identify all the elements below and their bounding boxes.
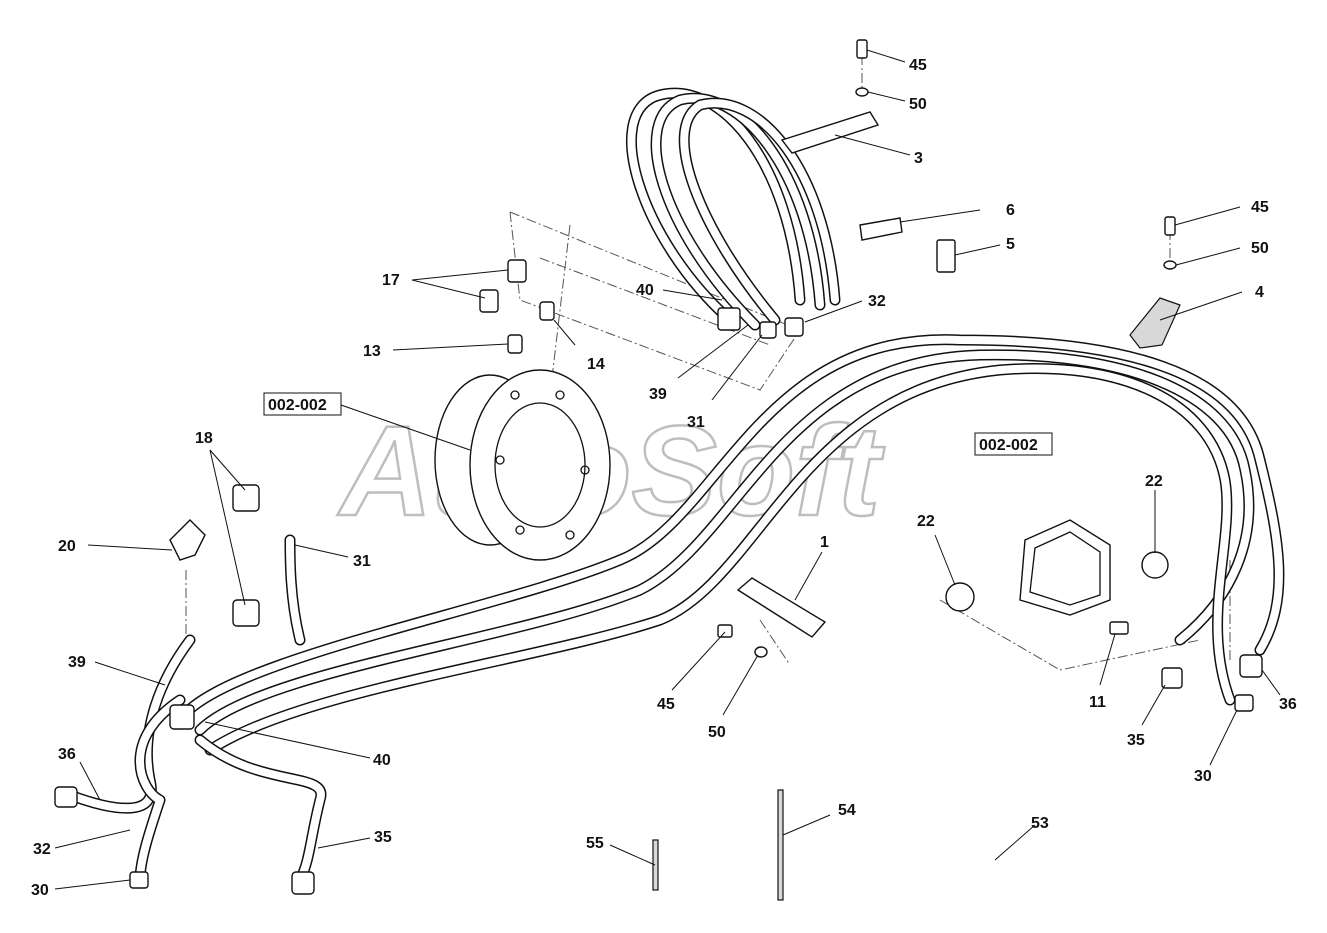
hose-main-bundle (174, 334, 1285, 756)
callout-32: 32 (33, 841, 51, 858)
reference-label: 002-002 (979, 437, 1038, 454)
callout-50: 50 (1251, 240, 1269, 257)
callout-17: 17 (382, 272, 400, 289)
callout-45: 45 (1251, 199, 1269, 216)
callout-13: 13 (363, 343, 381, 360)
callout-31: 31 (687, 414, 705, 431)
reference-label: 002-002 (268, 397, 327, 414)
callout-36: 36 (1279, 696, 1297, 713)
reference-box-2: 002-002 (974, 432, 1053, 456)
callout-35: 35 (1127, 732, 1145, 749)
callout-18: 18 (195, 430, 213, 447)
hydraulic-motor-left (434, 369, 611, 561)
callout-35: 35 (374, 829, 392, 846)
hydraulic-motor-right (1019, 519, 1111, 616)
callout-55: 55 (586, 835, 604, 852)
callout-22: 22 (1145, 473, 1163, 490)
callout-3: 3 (914, 150, 923, 167)
callout-50: 50 (708, 724, 726, 741)
small-parts (652, 39, 1181, 901)
callout-20: 20 (58, 538, 76, 555)
callout-14: 14 (587, 356, 605, 373)
callout-54: 54 (838, 802, 856, 819)
callout-50: 50 (909, 96, 927, 113)
callout-22: 22 (917, 513, 935, 530)
fittings (54, 259, 1263, 895)
callout-30: 30 (1194, 768, 1212, 785)
callouts: 45 50 3 6 5 45 50 4 17 40 32 13 14 39 31… (31, 57, 1297, 899)
leader-lines (54, 49, 1281, 890)
watermark: AutoSoft (337, 400, 885, 543)
callout-32: 32 (868, 293, 886, 310)
callout-30: 30 (31, 882, 49, 899)
callout-53: 53 (1031, 815, 1049, 832)
callout-6: 6 (1006, 202, 1015, 219)
callout-45: 45 (657, 696, 675, 713)
reference-box-1: 002-002 (263, 392, 342, 416)
callout-39: 39 (68, 654, 86, 671)
callout-39: 39 (649, 386, 667, 403)
callout-31: 31 (353, 553, 371, 570)
callout-36: 36 (58, 746, 76, 763)
callout-40: 40 (636, 282, 654, 299)
callout-1: 1 (820, 534, 829, 551)
hose-upper-loop (625, 87, 841, 331)
callout-40: 40 (373, 752, 391, 769)
callout-45: 45 (909, 57, 927, 74)
hose-lower-left (64, 634, 327, 886)
callout-11: 11 (1089, 694, 1106, 711)
callout-5: 5 (1006, 236, 1015, 253)
callout-4: 4 (1255, 284, 1264, 301)
